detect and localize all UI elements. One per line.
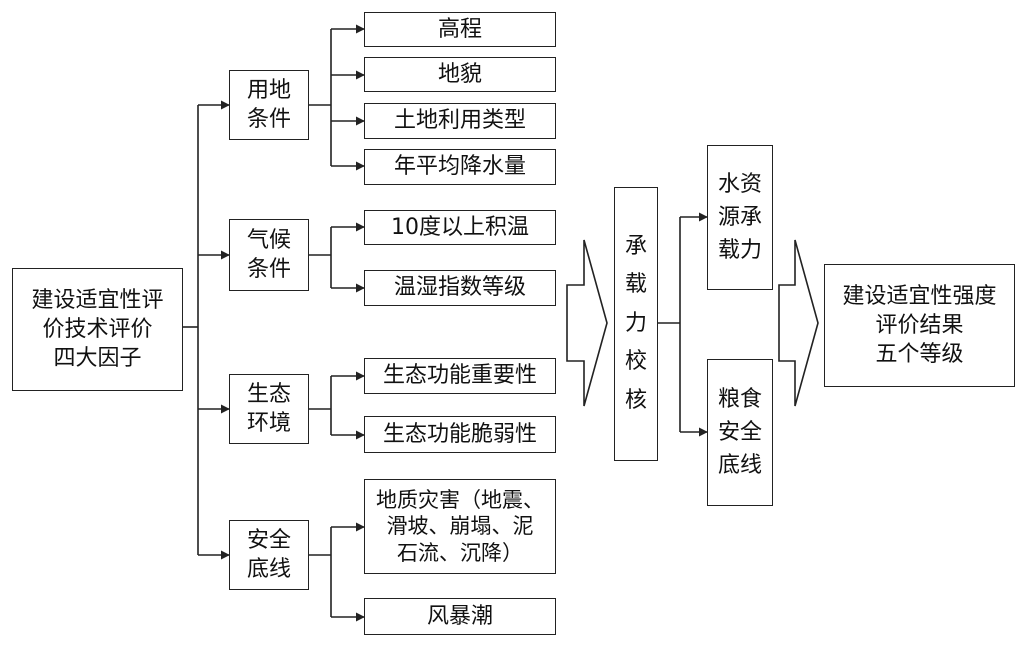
factor-land-box: 用地 条件 [229, 70, 309, 140]
factor-climate-box: 气候 条件 [229, 219, 309, 291]
big-arrow-to-result [778, 239, 819, 407]
result-box: 建设适宜性强度 评价结果 五个等级 [824, 264, 1015, 387]
item-landuse: 土地利用类型 [364, 103, 556, 139]
item-eco-fragility: 生态功能脆弱性 [364, 416, 556, 453]
big-arrow-to-check [566, 239, 608, 407]
food-security-box: 粮食 安全 底线 [707, 359, 773, 506]
water-capacity-box: 水资 源承 载力 [707, 145, 773, 290]
item-dimao: 地貌 [364, 57, 556, 92]
item-geohazard: 地质灾害（地震、 滑坡、崩塌、泥 石流、沉降） [364, 479, 556, 574]
factor-safety-box: 安全 底线 [229, 520, 309, 590]
item-storm-surge: 风暴潮 [364, 598, 556, 635]
item-humidity: 温湿指数等级 [364, 270, 556, 306]
item-gaocheng: 高程 [364, 12, 556, 47]
capacity-check-box: 承 载 力 校 核 [614, 187, 658, 461]
root-box: 建设适宜性评 价技术评价 四大因子 [12, 268, 183, 391]
factor-ecology-box: 生态 环境 [229, 374, 309, 444]
item-rainfall: 年平均降水量 [364, 149, 556, 185]
item-temperature: 10度以上积温 [364, 210, 556, 245]
item-eco-importance: 生态功能重要性 [364, 358, 556, 394]
